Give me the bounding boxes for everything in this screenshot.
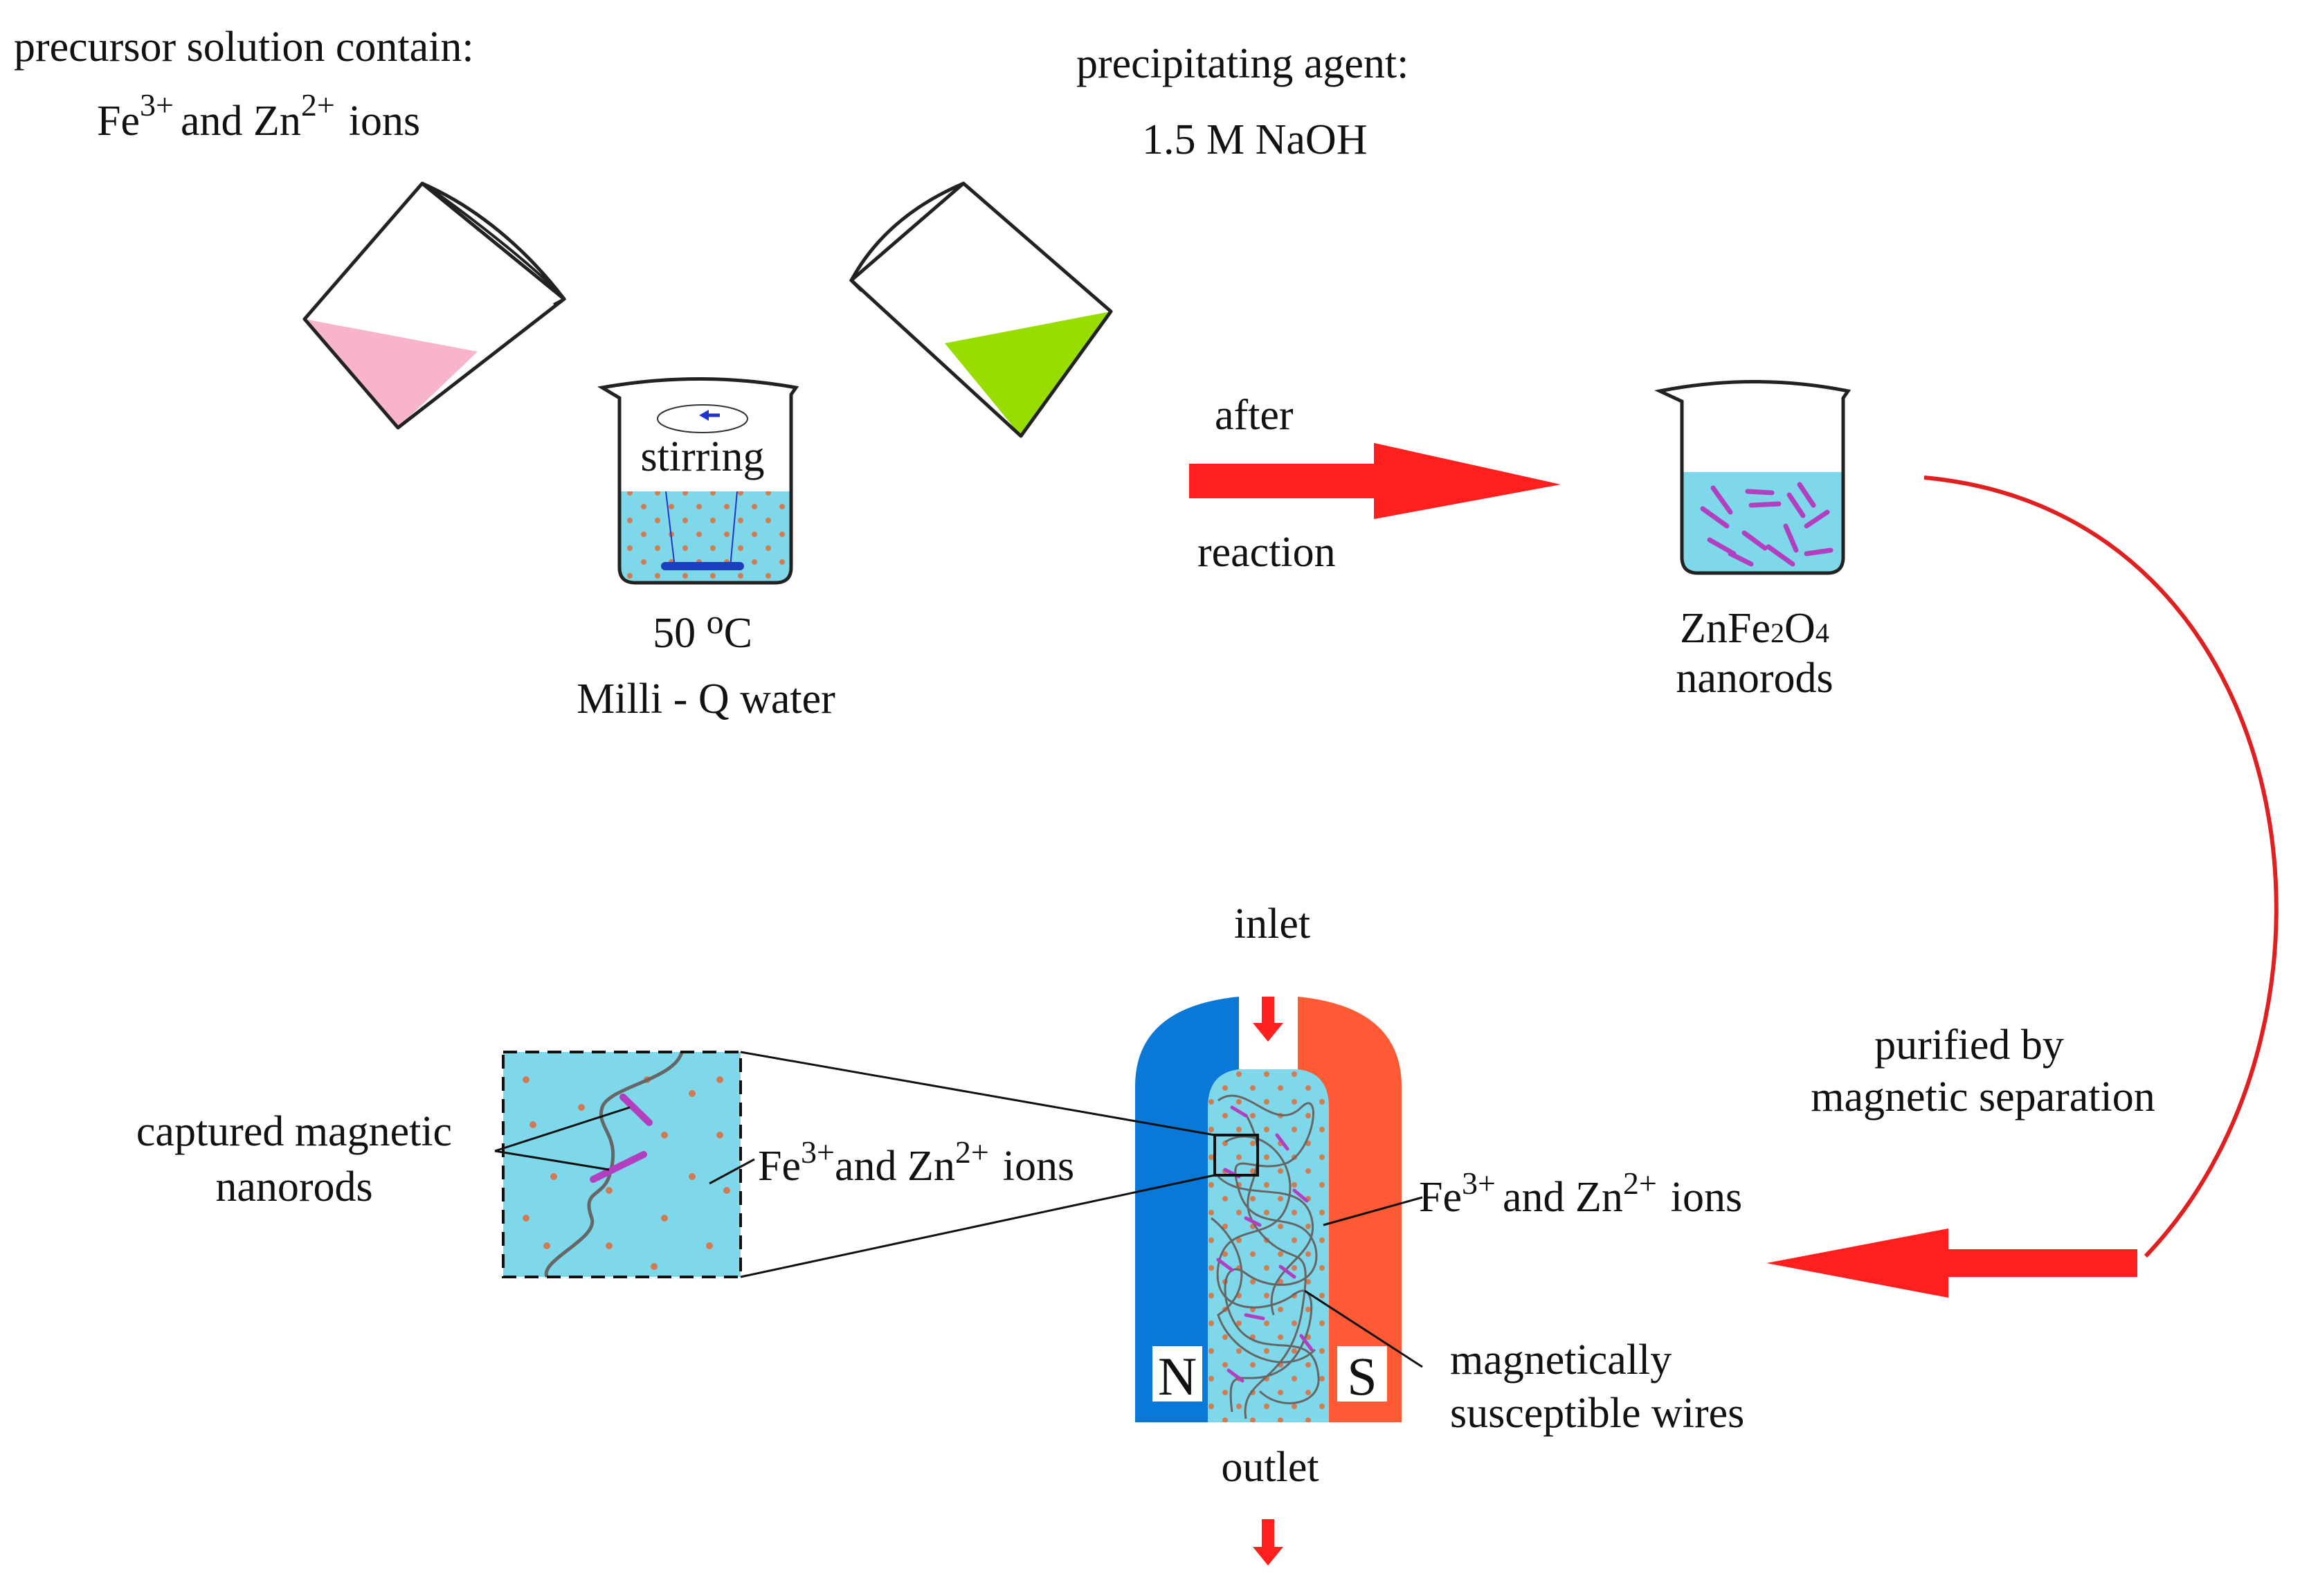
precursor-beaker — [302, 181, 567, 430]
zoom-inset — [502, 1051, 742, 1278]
curved-connector — [1923, 475, 2279, 1258]
captured-rod-1 — [619, 1094, 653, 1126]
captured-leader-1 — [494, 1106, 631, 1152]
stirring-label: stirring — [640, 433, 764, 480]
precipitant-beaker — [849, 181, 1113, 438]
captured-rod-2 — [590, 1151, 647, 1183]
inset-ions-leader — [709, 1158, 755, 1185]
product-label: nanorods — [1676, 655, 1833, 702]
north-label-box — [1152, 1346, 1202, 1402]
product-beaker: ZnFe2O4 nanorods — [1654, 380, 1851, 702]
precursor-ions: Fe3+and Zn2+ions — [97, 87, 420, 145]
zoom-line-bottom — [740, 1174, 1215, 1278]
reaction-arrow-below: reaction — [1197, 529, 1336, 576]
mixing-beaker: stirring 50 oC Milli - Q water — [577, 377, 835, 723]
wires-label-1: magnetically — [1450, 1336, 1672, 1384]
north-label: N — [1158, 1346, 1197, 1406]
wires-label-2: susceptible wires — [1450, 1390, 1744, 1437]
zoom-region-box — [1213, 1134, 1259, 1177]
wires-icon — [1211, 1094, 1320, 1420]
nanorods-icon — [1700, 482, 1833, 567]
separation-label-1: purified by — [1874, 1022, 2064, 1069]
pink-solution — [305, 319, 478, 428]
product-formula: ZnFe2O4 — [1680, 605, 1829, 652]
solvent-label: Milli - Q water — [577, 675, 835, 723]
green-solution — [945, 311, 1111, 436]
captured-label-1: captured magnetic — [136, 1108, 452, 1155]
outlet-label: outlet — [1221, 1444, 1319, 1491]
reaction-arrow: after reaction — [1189, 392, 1561, 576]
outlet-arrow-icon — [1253, 1519, 1283, 1566]
stir-bar-icon — [661, 562, 744, 570]
precursor-heading: precursor solution contain: — [14, 24, 474, 71]
inlet-label: inlet — [1234, 900, 1310, 947]
precipitant-label: precipitating agent: 1.5 M NaOH — [1076, 40, 1409, 163]
precipitant-heading: precipitating agent: — [1076, 40, 1409, 87]
separation-label-2: magnetic separation — [1811, 1073, 2155, 1121]
separation-arrow: purified by magnetic separation — [1766, 1022, 2155, 1298]
south-label-box — [1337, 1346, 1387, 1402]
captured-leader-2 — [494, 1150, 610, 1171]
temperature-label: 50 oC — [653, 602, 752, 657]
ions-leader-line — [1323, 1196, 1423, 1226]
separator-ions-label: Fe3+and Zn2+ions — [1419, 1166, 1742, 1221]
reaction-arrow-above: after — [1215, 392, 1294, 439]
zoom-line-top — [740, 1051, 1215, 1136]
captured-label-2: nanorods — [215, 1163, 372, 1210]
inset-ions-label: Fe3+and Zn2+ions — [758, 1134, 1074, 1190]
precipitant-value: 1.5 M NaOH — [1142, 116, 1367, 163]
magnetic-separator: N S inlet outlet — [1135, 900, 1402, 1566]
wire-icon — [544, 1051, 684, 1278]
south-label: S — [1347, 1346, 1377, 1406]
wires-leader-line — [1304, 1289, 1423, 1368]
inlet-arrow-icon — [1253, 997, 1283, 1042]
precursor-label: precursor solution contain: Fe3+and Zn2+… — [14, 24, 474, 145]
